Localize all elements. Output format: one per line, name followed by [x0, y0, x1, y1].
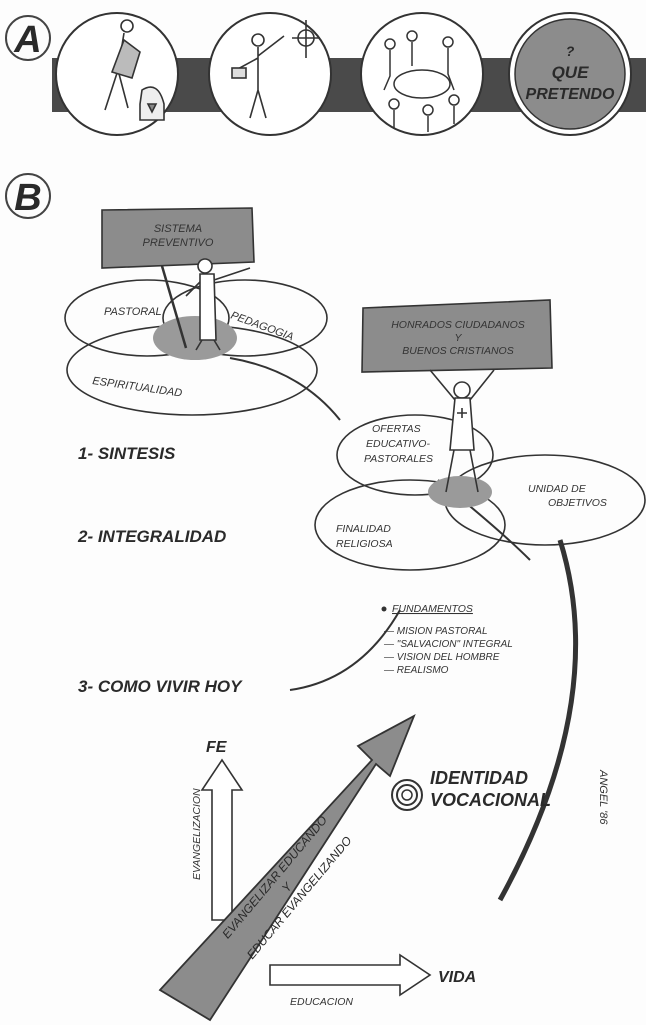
banner-2-line-1: HONRADOS CIUDADANOS: [391, 319, 525, 331]
ofertas-label-3: PASTORALES: [364, 453, 433, 465]
ofertas-label-2: EDUCATIVO-: [366, 438, 430, 450]
fe-label: FE: [206, 739, 228, 756]
goal-text-que: QUE: [552, 63, 590, 82]
vida-label: VIDA: [438, 969, 476, 986]
educacion-label: EDUCACION: [290, 996, 353, 1008]
scene-circle-1: [55, 12, 179, 136]
espiritualidad-label: ESPIRITUALIDAD: [92, 375, 183, 399]
banner-2-line-3: BUENOS CRISTIANOS: [402, 345, 513, 357]
vida-arrow: [269, 953, 432, 997]
synthesis-group: PASTORAL PEDAGOGIA ESPIRITUALIDAD SISTEM…: [64, 207, 328, 416]
section-a: A: [5, 12, 646, 136]
section-a-letter: A: [13, 19, 41, 61]
ofertas-label-1: OFERTAS: [372, 423, 421, 435]
unidad-label-1: UNIDAD DE: [528, 483, 587, 495]
group-figures-icon: [383, 30, 460, 132]
identity-line-1: IDENTIDAD: [430, 768, 528, 788]
fundamentos-item: — MISION PASTORAL: [383, 626, 488, 637]
scene-circle-2: [208, 12, 332, 136]
banner-1-line-2: PREVENTIVO: [143, 237, 214, 249]
connector-curve-1: [229, 357, 341, 421]
teacher-figure-icon: [231, 20, 320, 119]
banner-1-line-1: SISTEMA: [154, 223, 202, 235]
target-icon: [391, 779, 423, 811]
worker-figure-icon: [104, 19, 165, 121]
banner-sistema-preventivo: SISTEMA PREVENTIVO: [101, 207, 255, 349]
goal-circle: ? QUE PRETENDO: [508, 12, 632, 136]
fundamentos-item: — VISION DEL HOMBRE: [383, 652, 500, 663]
fe-arrow: [200, 758, 244, 921]
identity-curve: [497, 539, 579, 902]
connector-curve-3: [289, 609, 401, 691]
synthesis-intersection: [153, 316, 237, 360]
section-b-badge: B: [5, 173, 51, 219]
identity-target: IDENTIDAD VOCACIONAL: [391, 768, 551, 811]
unidad-label-2: OBJETIVOS: [548, 497, 607, 509]
ofertas-circle: [336, 414, 494, 496]
integrality-group: OFERTAS EDUCATIVO- PASTORALES UNIDAD DE …: [314, 299, 646, 571]
preventive-figure-icon: [185, 258, 251, 351]
finalidad-circle: [314, 479, 506, 571]
axes-group: FE EVANGELIZACION VIDA EDUCACION: [191, 739, 476, 1008]
pedagogia-label: PEDAGOGIA: [229, 310, 295, 344]
fundamentos-item: — REALISMO: [383, 665, 449, 676]
pastoral-circle: [64, 279, 230, 357]
goal-text-pretendo: PRETENDO: [526, 86, 615, 103]
scene-circle-3: [360, 12, 484, 136]
step-2-label: 2- INTEGRALIDAD: [77, 527, 226, 546]
fundamentos-item: — "SALVACION" INTEGRAL: [383, 639, 513, 650]
step-1-label: 1- SINTESIS: [78, 444, 176, 463]
step-3-label: 3- COMO VIVIR HOY: [78, 677, 243, 696]
identity-line-2: VOCACIONAL: [430, 790, 551, 810]
citizen-figure-icon: [429, 369, 495, 493]
integrality-intersection: [428, 476, 492, 508]
banner-2-line-2: Y: [454, 332, 462, 344]
pedagogia-circle: [162, 279, 328, 357]
pastoral-label: PASTORAL: [104, 306, 162, 318]
fundamentos-block: FUNDAMENTOS — MISION PASTORAL — "SALVACI…: [381, 603, 513, 676]
banner-honrados: HONRADOS CIUDADANOS Y BUENOS CRISTIANOS: [361, 299, 553, 373]
finalidad-label-1: FINALIDAD: [336, 523, 391, 535]
fundamentos-title: FUNDAMENTOS: [392, 603, 473, 615]
goal-question-mark: ?: [566, 43, 575, 59]
evangelizacion-label: EVANGELIZACION: [191, 788, 203, 880]
artist-signature: ANGEL '86: [597, 769, 609, 825]
section-a-badge: A: [5, 15, 51, 61]
finalidad-label-2: RELIGIOSA: [336, 538, 393, 550]
section-b-letter: B: [14, 177, 41, 219]
